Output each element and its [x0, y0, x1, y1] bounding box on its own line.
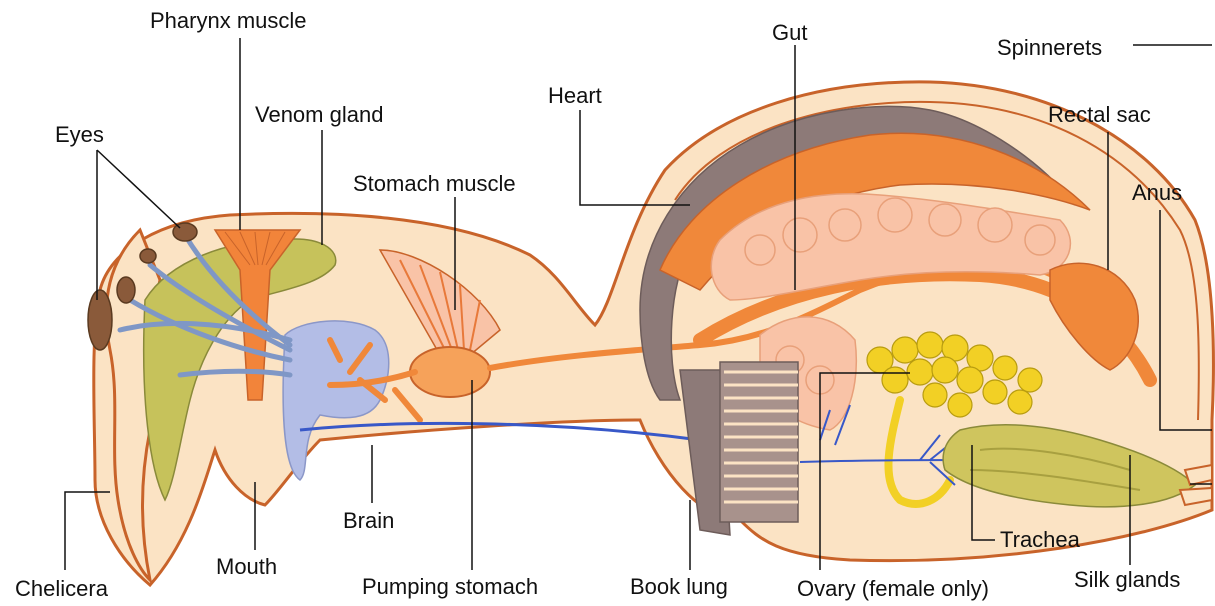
label-pharynx-muscle: Pharynx muscle: [150, 8, 307, 33]
label-mouth: Mouth: [216, 554, 277, 579]
label-silk-glands: Silk glands: [1074, 567, 1180, 592]
label-anus: Anus: [1132, 180, 1182, 205]
label-gut: Gut: [772, 20, 807, 45]
eye: [140, 249, 156, 263]
label-chelicera: Chelicera: [15, 576, 109, 601]
pumping-stomach-shape: [410, 347, 490, 397]
label-venom-gland: Venom gland: [255, 102, 383, 127]
label-eyes: Eyes: [55, 122, 104, 147]
label-spinnerets: Spinnerets: [997, 35, 1102, 60]
label-stomach-muscle: Stomach muscle: [353, 171, 516, 196]
book-lung-shape: [680, 362, 798, 535]
label-pumping-stomach: Pumping stomach: [362, 574, 538, 599]
label-rectal-sac: Rectal sac: [1048, 102, 1151, 127]
label-book-lung: Book lung: [630, 574, 728, 599]
label-trachea: Trachea: [1000, 527, 1081, 552]
label-heart: Heart: [548, 83, 602, 108]
eye: [88, 290, 112, 350]
eye: [117, 277, 135, 303]
label-brain: Brain: [343, 508, 394, 533]
label-ovary: Ovary (female only): [797, 576, 989, 601]
